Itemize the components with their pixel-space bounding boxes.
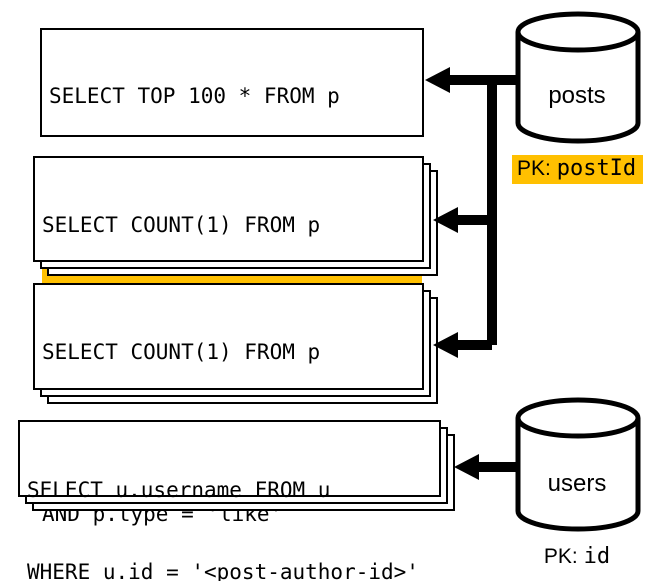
query-box-like-count: SELECT COUNT(1) FROM p WHERE p.postId = … <box>33 283 438 526</box>
query-box-top-posts: SELECT TOP 100 * FROM p WHERE p.type = '… <box>40 28 424 374</box>
arrowhead-icon <box>425 67 450 93</box>
pk-prefix: PK: <box>543 545 578 568</box>
users-database-cylinder-icon <box>515 397 641 532</box>
posts-database-cylinder-icon <box>515 11 641 144</box>
query-box-post-author: SELECT u.username FROM u WHERE u.id = '<… <box>18 420 455 581</box>
sql-line: WHERE u.id = '<post-author-id>' <box>27 560 419 581</box>
users-database-label: users <box>547 470 607 497</box>
pk-field: id <box>583 544 611 569</box>
query-box-like-count-face: SELECT COUNT(1) FROM p WHERE p.postId = … <box>33 283 424 526</box>
arrow-posts-branch-trunk <box>456 76 497 350</box>
query-box-comment-count: SELECT COUNT(1) FROM p WHERE p.postId = … <box>33 156 438 399</box>
sql-line: SELECT COUNT(1) FROM p <box>42 213 321 237</box>
query-box-top-posts-face: SELECT TOP 100 * FROM p WHERE p.type = '… <box>40 28 424 374</box>
query-box-post-author-face: SELECT u.username FROM u WHERE u.id = '<… <box>18 420 441 581</box>
pk-field: postId <box>556 156 637 181</box>
posts-database-label: posts <box>548 82 606 109</box>
arrowhead-icon <box>454 454 479 480</box>
posts-primary-key-label: PK: postId <box>512 155 644 184</box>
users-primary-key-label: PK: id <box>512 544 642 569</box>
query-box-comment-count-face: SELECT COUNT(1) FROM p WHERE p.postId = … <box>33 156 424 399</box>
sql-line: SELECT COUNT(1) FROM p <box>42 340 321 364</box>
sql-line: SELECT u.username FROM u <box>27 478 331 502</box>
pk-prefix: PK: <box>517 157 551 180</box>
sql-line: SELECT TOP 100 * FROM p <box>49 84 340 108</box>
